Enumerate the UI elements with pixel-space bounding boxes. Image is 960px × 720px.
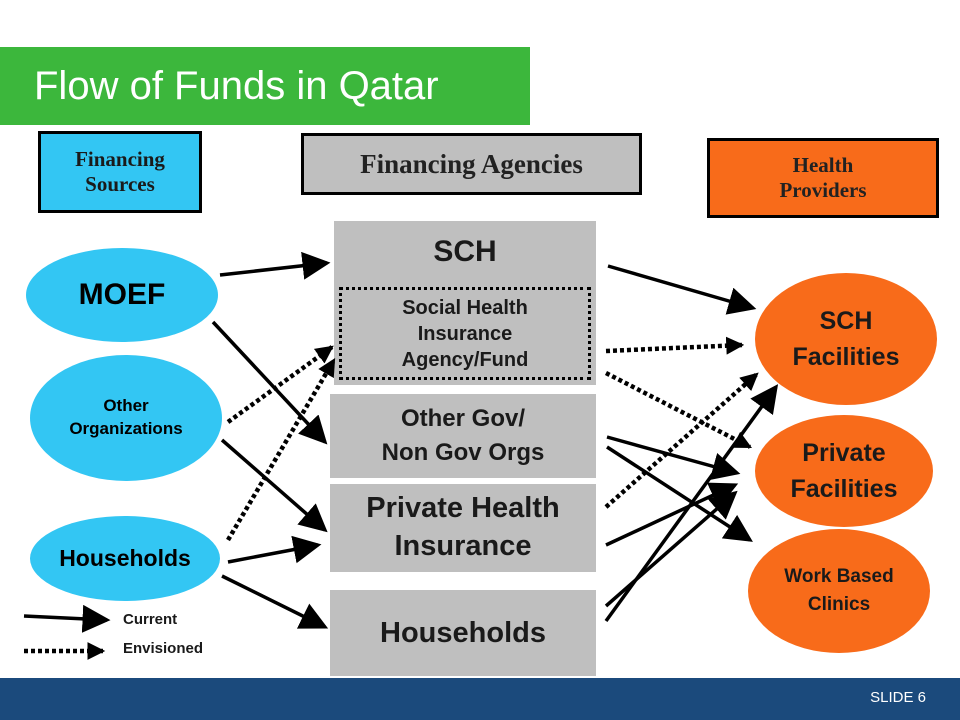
financing-sources-header: Financing Sources	[38, 131, 202, 213]
arrow-moef-to-sch	[219, 251, 331, 280]
arrow-privins-to-privfac	[605, 482, 739, 547]
arrow-othergov-to-private	[606, 435, 741, 480]
arrow-hh-to-schfac	[604, 384, 779, 623]
arrow-sch-to-schfac-envisioned	[605, 336, 745, 355]
source-households: Households	[30, 516, 220, 601]
arrow-households-to-households	[221, 574, 329, 629]
agency-private-health-insurance: Private Health Insurance	[330, 484, 596, 572]
financing-agencies-header: Financing Agencies	[301, 133, 642, 195]
arrow-othergov-to-work	[606, 445, 753, 542]
arrow-hh-to-privfac	[604, 490, 738, 608]
legend-envisioned-label: Envisioned	[123, 640, 204, 657]
agency-other-gov: Other Gov/ Non Gov Orgs	[330, 394, 596, 478]
provider-private-facilities: Private Facilities	[755, 415, 933, 527]
arrow-moef-to-othergov	[211, 320, 328, 445]
arrow-privins-to-schfac-envisioned	[604, 372, 759, 509]
source-other-organizations: Other Organizations	[30, 355, 222, 481]
agency-households: Households	[330, 590, 596, 676]
arrow-other-to-sch-envisioned	[226, 345, 334, 424]
source-moef: MOEF	[26, 248, 218, 342]
health-providers-header: Health Providers	[707, 138, 939, 218]
provider-sch-facilities: SCH Facilities	[755, 273, 937, 405]
provider-work-based-clinics: Work Based Clinics	[748, 529, 930, 653]
legend-current-label: Current	[123, 611, 178, 628]
legend-current-line	[23, 604, 111, 633]
arrow-households-to-private	[227, 535, 322, 564]
arrow-sch-to-schfac	[607, 264, 757, 315]
agency-sch: SCH	[334, 221, 596, 385]
arrow-households-to-sch-envisioned	[226, 358, 336, 542]
slide-number: SLIDE 6	[870, 689, 926, 706]
slide-title: Flow of Funds in Qatar	[0, 47, 530, 125]
agency-social-health-insurance: Social Health Insurance Agency/Fund	[339, 287, 591, 380]
footer-bar: SLIDE 6	[0, 678, 960, 720]
arrow-sch-to-privfac-envisioned	[604, 370, 753, 450]
arrow-other-to-private	[220, 438, 328, 533]
agency-sch-title: SCH	[433, 235, 497, 268]
